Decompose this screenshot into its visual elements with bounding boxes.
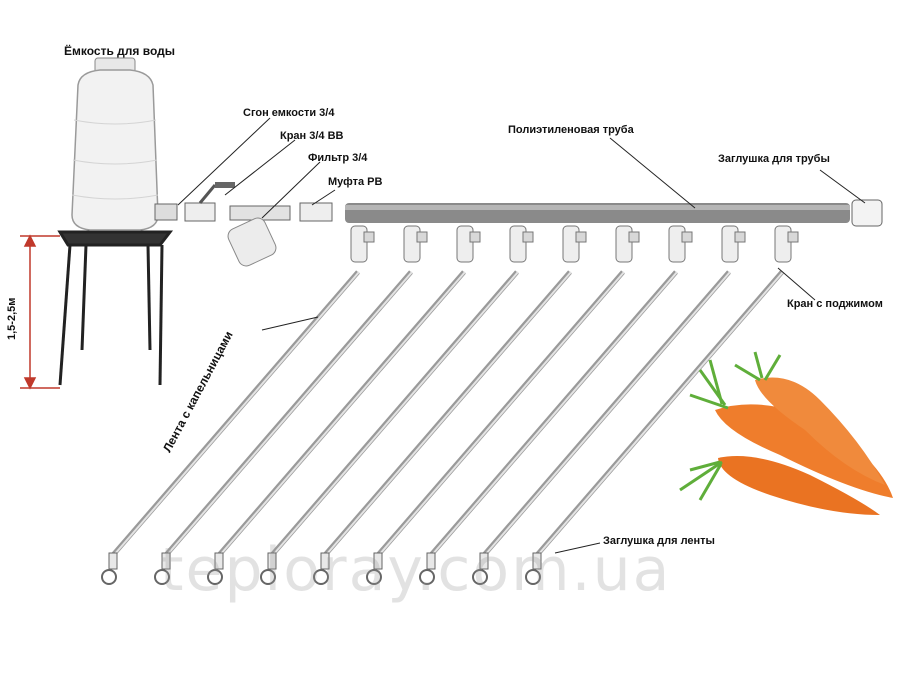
tap-knob [681, 231, 693, 243]
tape-end-cap-body [426, 552, 436, 570]
tap-with-clamp [721, 225, 739, 263]
ball-valve [184, 182, 235, 222]
filter-label: Фильтр 3/4 [308, 152, 368, 164]
height-label: 1,5-2,5м [6, 297, 18, 340]
tap-label: Кран с поджимом [787, 298, 883, 310]
tape-end-cap [419, 569, 435, 585]
tape-end-cap-body [267, 552, 277, 570]
tape-end-cap [313, 569, 329, 585]
tape-end-cap [366, 569, 382, 585]
tap-with-clamp [668, 225, 686, 263]
tape-end-cap-body [108, 552, 118, 570]
tape-end-cap-body [320, 552, 330, 570]
tap-knob [469, 231, 481, 243]
drip-tape-highlight [219, 271, 466, 556]
pipe-label: Полиэтиленовая труба [508, 124, 634, 136]
pipe-end-cap [851, 199, 883, 227]
drip-tape-highlight [166, 271, 413, 556]
tape-end-cap-body [161, 552, 171, 570]
tape-end-cap [260, 569, 276, 585]
tap-with-clamp [562, 225, 580, 263]
tap-knob [787, 231, 799, 243]
drip-tape-highlight [484, 271, 731, 556]
tap-with-clamp [509, 225, 527, 263]
tape-end-cap-body [479, 552, 489, 570]
tap-knob [734, 231, 746, 243]
drip-tape-highlight [378, 271, 625, 556]
tape-end-cap [207, 569, 223, 585]
tap-with-clamp [615, 225, 633, 263]
tank-fitting-label: Сгон емкости 3/4 [243, 107, 335, 119]
coupling [299, 202, 333, 222]
coupling-label: Муфта РВ [328, 176, 383, 188]
tape-end-cap-body [532, 552, 542, 570]
tap-knob [522, 231, 534, 243]
height-dimension [20, 234, 60, 390]
water-tank [71, 57, 159, 231]
tape-end-cap [472, 569, 488, 585]
tap-knob [363, 231, 375, 243]
drip-tape-highlight [113, 271, 360, 556]
tap-with-clamp [350, 225, 368, 263]
tank-stand [57, 230, 174, 386]
tap-with-clamp [456, 225, 474, 263]
tape-end-cap [154, 569, 170, 585]
drip-tape-highlight [325, 271, 572, 556]
tap-knob [575, 231, 587, 243]
tank-fitting [154, 203, 178, 221]
drip-tape-highlight [272, 271, 519, 556]
drip-tape-highlight [537, 271, 784, 556]
main-pipe [345, 203, 850, 223]
tank-label: Ёмкость для воды [64, 44, 176, 58]
tape-end-cap [525, 569, 541, 585]
tape-end-cap [101, 569, 117, 585]
tap-knob [628, 231, 640, 243]
valve-label: Кран 3/4 ВВ [280, 130, 344, 142]
tap-with-clamp [403, 225, 421, 263]
watermark: teploray.com.ua [160, 535, 672, 605]
tape-end-cap-body [373, 552, 383, 570]
pipe-cap-label: Заглушка для трубы [718, 153, 830, 165]
drip-tape-highlight [431, 271, 678, 556]
carrots-illustration [679, 351, 893, 515]
drip-lines [101, 225, 799, 585]
leader-lines [177, 117, 866, 554]
tape-cap-label: Заглушка для ленты [603, 535, 715, 547]
tap-with-clamp [774, 225, 792, 263]
tape-end-cap-body [214, 552, 224, 570]
tap-knob [416, 231, 428, 243]
filter [227, 205, 291, 267]
